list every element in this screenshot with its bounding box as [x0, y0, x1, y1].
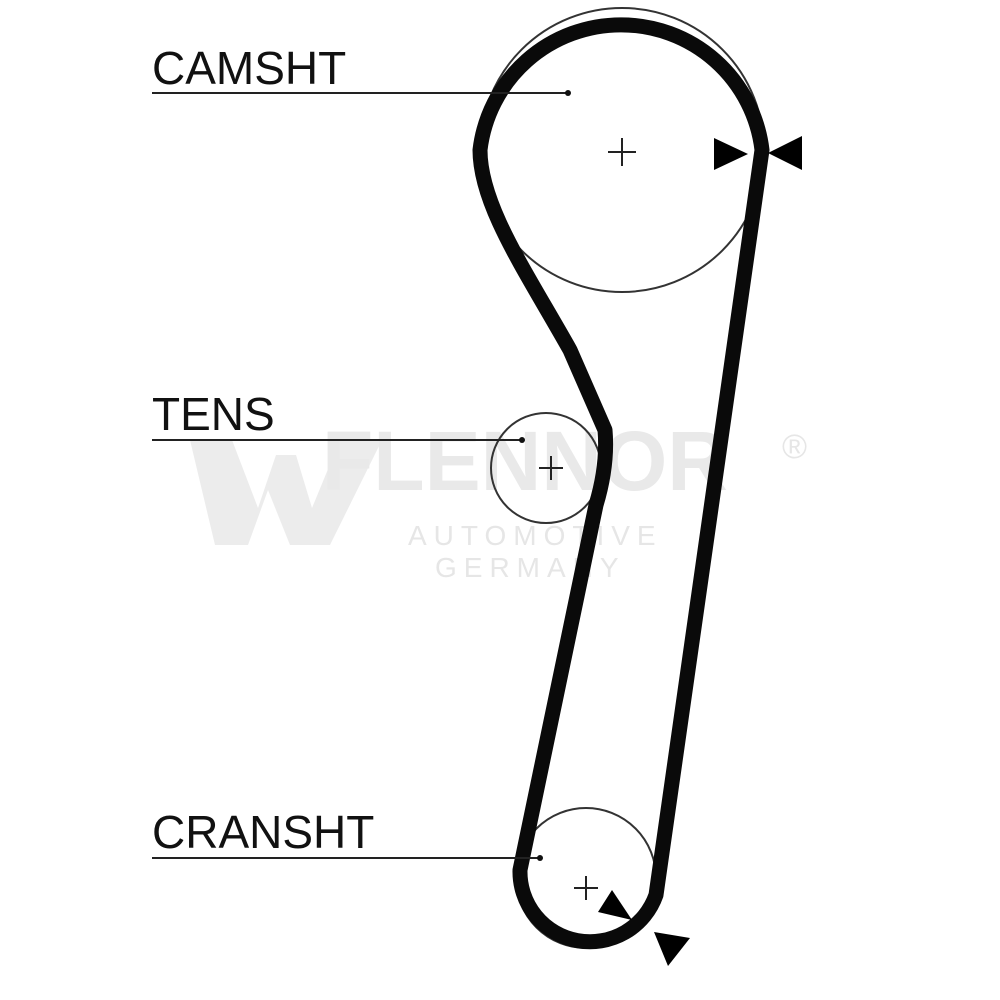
- timing-marks: [598, 136, 802, 966]
- center-mark-icon: [608, 138, 636, 166]
- leader-lines: [152, 92, 568, 859]
- timing-mark-triangle-icon: [768, 136, 802, 170]
- watermark-logo-icon: [190, 440, 382, 545]
- watermark-line2: GERMANY: [435, 552, 626, 583]
- leader-dots: [519, 90, 571, 861]
- timing-mark-triangle-icon: [654, 932, 690, 966]
- watermark-line1: AUTOMOTIVE: [408, 520, 663, 551]
- camshaft-leader-dot: [565, 90, 571, 96]
- center-mark-icon: [539, 456, 563, 480]
- crankshaft-label: CRANSHT: [152, 806, 374, 858]
- timing-mark-triangle-icon: [714, 138, 748, 170]
- timing-mark-triangle-icon: [598, 890, 632, 920]
- crankshaft-leader-dot: [537, 855, 543, 861]
- camshaft-label: CAMSHT: [152, 42, 346, 94]
- center-marks: [539, 138, 636, 900]
- watermark-registered: ®: [782, 428, 807, 466]
- watermark-brand: FLENNOR: [322, 414, 728, 508]
- timing-belt: [472, 17, 770, 950]
- tensioner-label: TENS: [152, 388, 275, 440]
- center-mark-icon: [574, 876, 598, 900]
- tensioner-leader-dot: [519, 437, 525, 443]
